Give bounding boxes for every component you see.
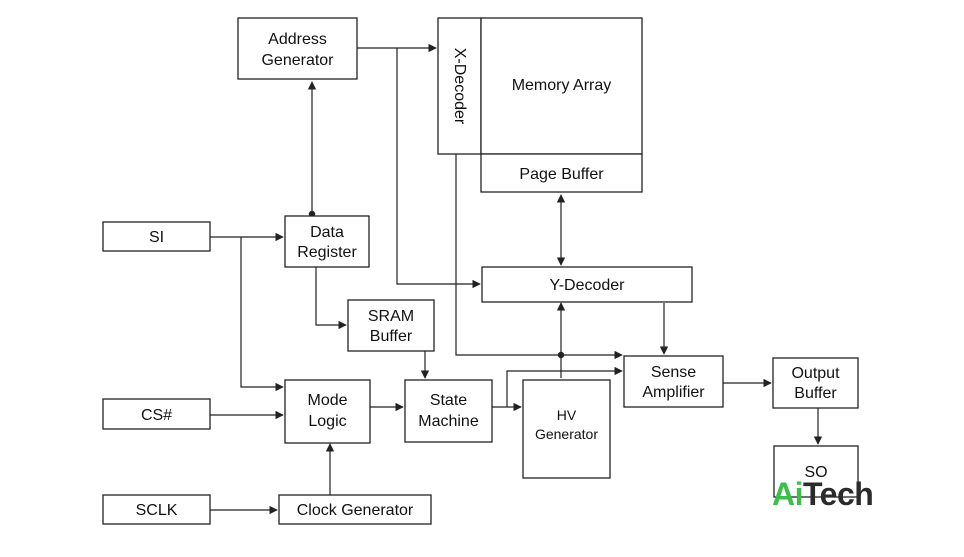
clock-generator-block: Clock Generator <box>278 494 432 525</box>
output-buffer-label-2: Buffer <box>794 385 837 402</box>
data-register-label-2: Register <box>297 244 357 261</box>
page-buffer-label: Page Buffer <box>519 166 604 183</box>
address-generator-block: Address Generator <box>237 17 358 80</box>
sclk-label: SCLK <box>136 502 178 519</box>
wire-si-modelogic <box>240 237 284 392</box>
data-register-block: Data Register <box>284 215 370 268</box>
mode-logic-block: Mode Logic <box>284 379 371 444</box>
mode-logic-label-1: Mode <box>307 392 347 409</box>
y-decoder-label: Y-Decoder <box>549 277 625 294</box>
sram-buffer-label-1: SRAM <box>368 308 414 325</box>
connections <box>210 43 823 515</box>
output-buffer-block: Output Buffer <box>772 357 859 409</box>
sense-amplifier-label-2: Amplifier <box>642 384 705 401</box>
output-buffer-label-1: Output <box>791 365 840 382</box>
x-decoder-block: X-Decoder <box>437 17 482 155</box>
si-label: SI <box>149 229 164 246</box>
state-machine-label-2: Machine <box>418 413 479 430</box>
wire-xdecoder-senseamp <box>455 154 623 360</box>
so-block: SO <box>773 445 859 498</box>
si-block: SI <box>102 221 211 252</box>
wire-statemachine-senseamp <box>506 366 623 407</box>
x-decoder-label: X-Decoder <box>451 48 468 125</box>
sense-amplifier-label-1: Sense <box>651 364 696 381</box>
clock-generator-label: Clock Generator <box>297 502 414 519</box>
so-label: SO <box>804 464 827 481</box>
y-decoder-block: Y-Decoder <box>481 266 693 303</box>
page-buffer-block: Page Buffer <box>480 153 643 193</box>
hv-generator-label-2: Generator <box>535 426 598 442</box>
watermark-tech: Tech <box>803 476 874 512</box>
hv-generator-block: HV Generator <box>522 379 611 479</box>
state-machine-label-1: State <box>430 392 467 409</box>
memory-array-label: Memory Array <box>512 77 612 94</box>
wire-addrgen-ydecoder <box>396 48 481 289</box>
state-machine-block: State Machine <box>404 379 493 443</box>
address-generator-label-1: Address <box>268 31 327 48</box>
cs-label: CS# <box>141 407 172 424</box>
sense-amplifier-block: Sense Amplifier <box>623 355 724 408</box>
memory-array-block: Memory Array <box>480 17 643 155</box>
junction-dot <box>557 351 565 359</box>
aitech-watermark-logo: AiTech <box>772 476 874 513</box>
sclk-block: SCLK <box>102 494 211 525</box>
wire-datareg-sram <box>315 267 347 330</box>
mode-logic-label-2: Logic <box>308 413 346 430</box>
address-generator-label-2: Generator <box>261 52 334 69</box>
data-register-label-1: Data <box>310 224 344 241</box>
hv-generator-label-1: HV <box>557 407 577 423</box>
sram-buffer-block: SRAM Buffer <box>347 299 435 352</box>
cs-block: CS# <box>102 398 211 430</box>
watermark-ai: Ai <box>772 476 804 512</box>
sram-buffer-label-2: Buffer <box>370 328 413 345</box>
